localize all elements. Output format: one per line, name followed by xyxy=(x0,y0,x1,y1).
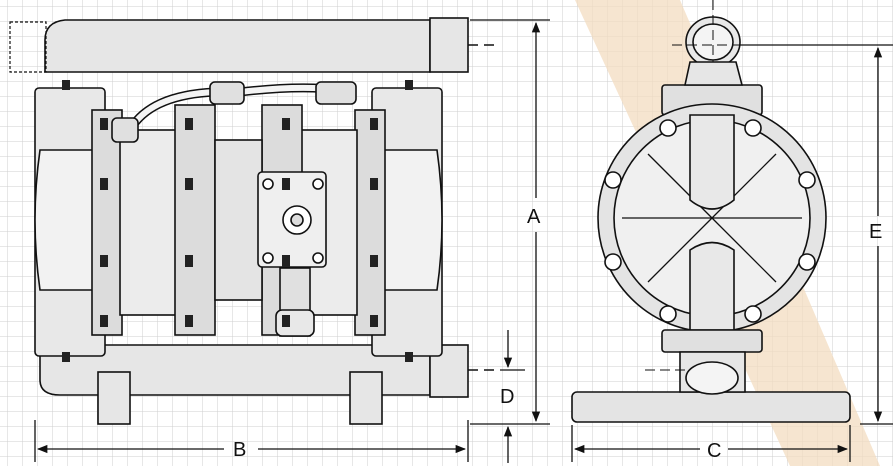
right-clamp-plate xyxy=(354,109,386,336)
side-vertical-channel xyxy=(689,114,735,210)
discharge-port xyxy=(429,17,469,73)
center-section xyxy=(214,139,263,301)
side-bottom-manifold xyxy=(661,329,763,353)
side-base xyxy=(571,391,851,423)
front-view xyxy=(9,17,500,425)
front-dimensions xyxy=(34,19,550,463)
dimension-label-e: E xyxy=(869,221,882,243)
side-view xyxy=(571,0,851,423)
bottom-manifold xyxy=(39,344,431,396)
dimension-label-b: B xyxy=(233,439,246,461)
dimension-label-c: C xyxy=(707,440,721,462)
left-clamp-plate xyxy=(91,109,123,336)
dimension-label-a: A xyxy=(527,206,541,228)
elbow-fitting-center xyxy=(209,81,245,105)
side-dimensions xyxy=(571,44,893,462)
foot-left xyxy=(97,371,131,425)
elbow-fitting-right xyxy=(315,81,357,105)
bolts xyxy=(62,80,413,362)
elbow-fitting-left xyxy=(111,117,139,143)
foot-right xyxy=(349,371,383,425)
optional-port-dashed xyxy=(9,21,47,73)
top-manifold xyxy=(44,19,431,73)
left-diaphragm-housing xyxy=(119,129,181,316)
dimension-label-d: D xyxy=(500,386,514,408)
center-plate-left xyxy=(174,104,216,336)
